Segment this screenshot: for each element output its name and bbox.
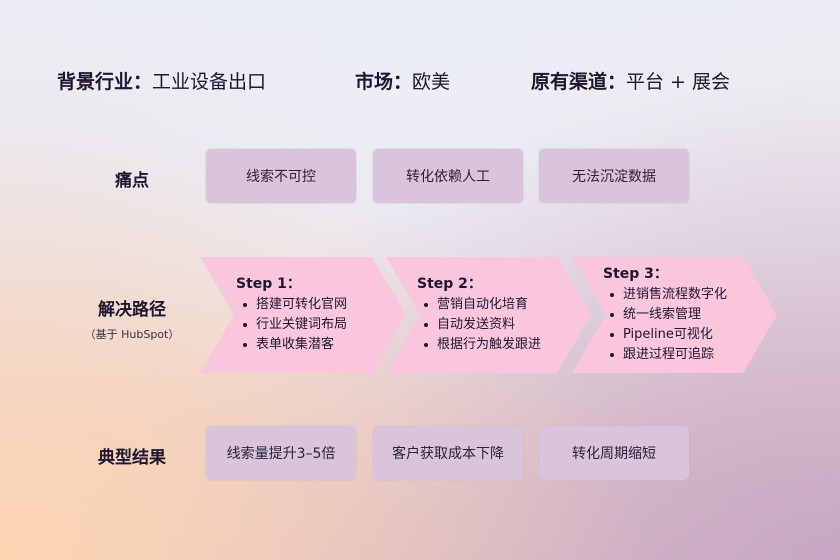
step-2-title: Step 2：: [417, 276, 482, 292]
step-1-title: Step 1：: [236, 276, 301, 292]
pain-point-chip: 转化依赖人工: [373, 149, 523, 203]
market-label: 市场：: [355, 71, 413, 93]
market-info: 市场：欧美: [355, 67, 450, 97]
step-1-arrow: [200, 257, 406, 373]
step-item: 自动发送资料: [417, 315, 541, 335]
industry-value: 工业设备出口: [152, 71, 267, 93]
result-chip: 客户获取成本下降: [373, 426, 523, 480]
step-item: 统一线索管理: [603, 305, 727, 325]
step-2: Step 2： 营销自动化培育 自动发送资料 根据行为触发跟进: [417, 273, 541, 355]
step-2-arrow: [386, 257, 591, 373]
step-1-list: 搭建可转化官网 行业关键词布局 表单收集潜客: [236, 295, 347, 355]
step-item: 进销售流程数字化: [603, 285, 727, 305]
solution-label: 解决路径: [98, 300, 166, 320]
channel-label: 原有渠道：: [531, 71, 627, 93]
step-item: 营销自动化培育: [417, 295, 541, 315]
step-item: 跟进过程可追踪: [603, 345, 727, 365]
result-chip: 线索量提升3–5倍: [206, 426, 356, 480]
results-label: 典型结果: [98, 448, 166, 468]
step-item: 表单收集潜客: [236, 335, 347, 355]
step-3: Step 3： 进销售流程数字化 统一线索管理 Pipeline可视化 跟进过程…: [603, 263, 727, 365]
step-1: Step 1： 搭建可转化官网 行业关键词布局 表单收集潜客: [236, 273, 347, 355]
industry-label: 背景行业：: [57, 71, 153, 93]
step-item: Pipeline可视化: [603, 325, 727, 345]
market-value: 欧美: [412, 71, 451, 93]
result-chip: 转化周期缩短: [539, 426, 689, 480]
step-item: 搭建可转化官网: [236, 295, 347, 315]
channel-info: 原有渠道：平台 + 展会: [531, 67, 730, 97]
step-2-list: 营销自动化培育 自动发送资料 根据行为触发跟进: [417, 295, 541, 355]
pain-point-chip: 无法沉淀数据: [539, 149, 689, 203]
pain-point-chip: 线索不可控: [206, 149, 356, 203]
step-3-arrow: [572, 257, 777, 373]
step-3-list: 进销售流程数字化 统一线索管理 Pipeline可视化 跟进过程可追踪: [603, 285, 727, 365]
pain-points-label: 痛点: [115, 171, 149, 191]
industry-info: 背景行业：工业设备出口: [57, 67, 266, 97]
step-item: 根据行为触发跟进: [417, 335, 541, 355]
step-item: 行业关键词布局: [236, 315, 347, 335]
channel-value: 平台 + 展会: [626, 71, 731, 93]
solution-sublabel: （基于 HubSpot）: [84, 328, 180, 341]
step-3-title: Step 3：: [603, 266, 668, 282]
background-header: 背景行业：工业设备出口 市场：欧美 原有渠道：平台 + 展会: [0, 67, 840, 97]
solution-label-block: 解决路径 （基于 HubSpot）: [42, 295, 222, 342]
